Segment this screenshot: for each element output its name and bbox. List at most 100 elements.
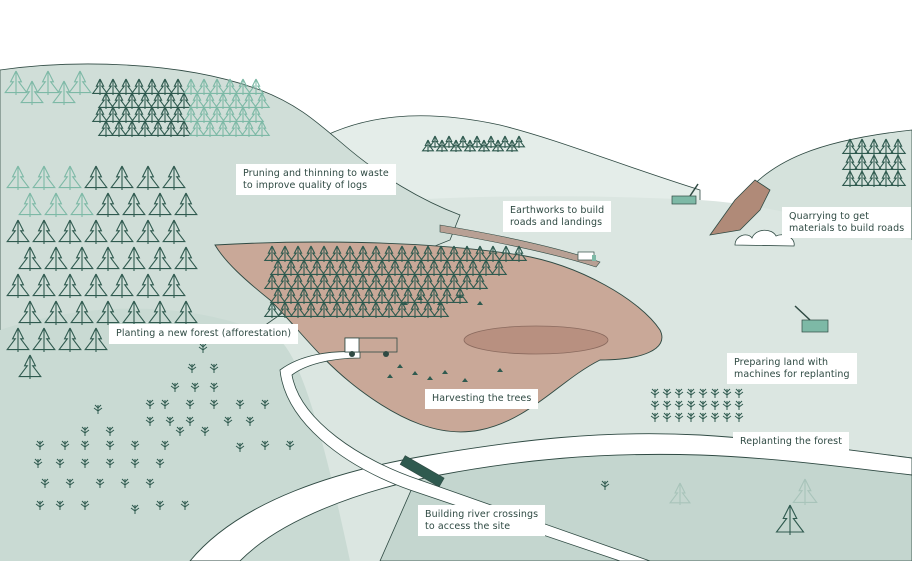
pine-tree-icon xyxy=(110,219,134,244)
pine-tree-icon xyxy=(234,106,252,123)
stump-icon xyxy=(457,294,463,298)
sapling-icon xyxy=(722,412,732,422)
pine-tree-icon xyxy=(136,273,160,298)
sapling-icon xyxy=(185,416,195,426)
pine-tree-icon xyxy=(497,245,515,262)
sapling-icon xyxy=(698,400,708,410)
pine-tree-icon xyxy=(136,120,154,137)
river-bridge xyxy=(399,455,445,488)
pine-tree-icon xyxy=(406,245,424,262)
pine-tree-icon xyxy=(58,327,82,352)
sapling-icon xyxy=(145,416,155,426)
pine-tree-icon xyxy=(253,92,271,109)
pine-tree-icon xyxy=(58,219,82,244)
logging-truck-icon xyxy=(344,337,398,357)
pine-tree-icon xyxy=(354,273,372,290)
pine-tree-icon xyxy=(456,135,470,148)
pine-tree-icon xyxy=(421,139,435,152)
sapling-icon xyxy=(710,388,720,398)
sapling-icon xyxy=(155,500,165,510)
river xyxy=(189,433,912,561)
pine-tree-icon xyxy=(321,287,339,304)
pine-tree-icon xyxy=(512,135,526,148)
pine-tree-icon xyxy=(130,78,148,95)
pine-tree-icon xyxy=(175,120,193,137)
pine-tree-icon xyxy=(463,139,477,152)
sapling-icon xyxy=(198,343,208,353)
sapling-icon xyxy=(160,440,170,450)
pine-tree-icon xyxy=(367,301,385,318)
sapling-icon xyxy=(105,426,115,436)
pine-tree-icon xyxy=(18,300,42,325)
sapling-icon xyxy=(686,412,696,422)
pine-tree-icon xyxy=(84,273,108,298)
pine-tree-icon xyxy=(84,219,108,244)
landscape-background xyxy=(0,63,912,561)
pine-tree-icon xyxy=(122,192,146,217)
sapling-icon xyxy=(93,404,103,414)
pine-tree-icon xyxy=(419,245,437,262)
stump-icon xyxy=(412,371,418,375)
sapling-icon xyxy=(650,412,660,422)
pine-tree-icon xyxy=(208,78,226,95)
sapling-icon xyxy=(170,382,180,392)
sapling-icon xyxy=(33,458,43,468)
pine-tree-icon xyxy=(406,301,424,318)
pine-tree-icon xyxy=(360,287,378,304)
label-planting: Planting a new forest (afforestation) xyxy=(109,324,299,344)
pine-tree-icon xyxy=(505,139,519,152)
pine-tree-icon xyxy=(406,273,424,290)
pine-tree-icon xyxy=(143,106,161,123)
pine-tree-icon xyxy=(386,259,404,276)
pine-tree-icon xyxy=(412,259,430,276)
pine-tree-icon xyxy=(393,301,411,318)
pine-tree-icon xyxy=(195,78,213,95)
pine-tree-icon xyxy=(156,78,174,95)
pine-tree-icon xyxy=(367,245,385,262)
sapling-icon xyxy=(165,416,175,426)
sapling-icon xyxy=(200,426,210,436)
pine-tree-icon xyxy=(380,245,398,262)
sapling-icon xyxy=(698,412,708,422)
pine-tree-icon xyxy=(498,135,512,148)
pine-tree-icon xyxy=(276,301,294,318)
stump-icon xyxy=(397,364,403,368)
pine-tree-icon xyxy=(70,300,94,325)
land-prep-machine-icon xyxy=(794,305,829,333)
pine-tree-icon xyxy=(182,78,200,95)
sapling-icon xyxy=(722,400,732,410)
pine-tree-icon xyxy=(148,300,172,325)
pine-tree-icon xyxy=(449,139,463,152)
pine-tree-icon xyxy=(44,246,68,271)
sapling-icon xyxy=(235,399,245,409)
pine-tree-icon xyxy=(477,259,495,276)
sapling-icon xyxy=(155,458,165,468)
pine-tree-icon xyxy=(399,259,417,276)
sapling-icon xyxy=(260,440,270,450)
pine-tree-icon xyxy=(58,165,82,190)
pine-tree-icon xyxy=(44,192,68,217)
sapling-icon xyxy=(209,363,219,373)
sapling-icon xyxy=(40,478,50,488)
sapling-icon xyxy=(260,399,270,409)
pine-tree-icon xyxy=(889,138,907,155)
pine-tree-icon xyxy=(328,301,346,318)
label-replanting: Replanting the forest xyxy=(733,432,850,452)
pine-tree-icon xyxy=(269,287,287,304)
pine-tree-icon xyxy=(130,106,148,123)
pine-tree-icon xyxy=(169,106,187,123)
pine-tree-icon xyxy=(341,301,359,318)
pine-tree-icon xyxy=(302,301,320,318)
sapling-icon xyxy=(130,504,140,514)
pine-tree-icon xyxy=(149,92,167,109)
pine-tree-icon xyxy=(188,92,206,109)
pine-tree-icon xyxy=(97,92,115,109)
pine-tree-icon xyxy=(201,92,219,109)
pine-tree-icon xyxy=(96,192,120,217)
pine-tree-icon xyxy=(32,327,56,352)
sapling-icon xyxy=(674,400,684,410)
pine-tree-icon xyxy=(276,273,294,290)
pine-tree-icon xyxy=(188,120,206,137)
pine-tree-icon xyxy=(347,259,365,276)
sapling-icon xyxy=(160,399,170,409)
